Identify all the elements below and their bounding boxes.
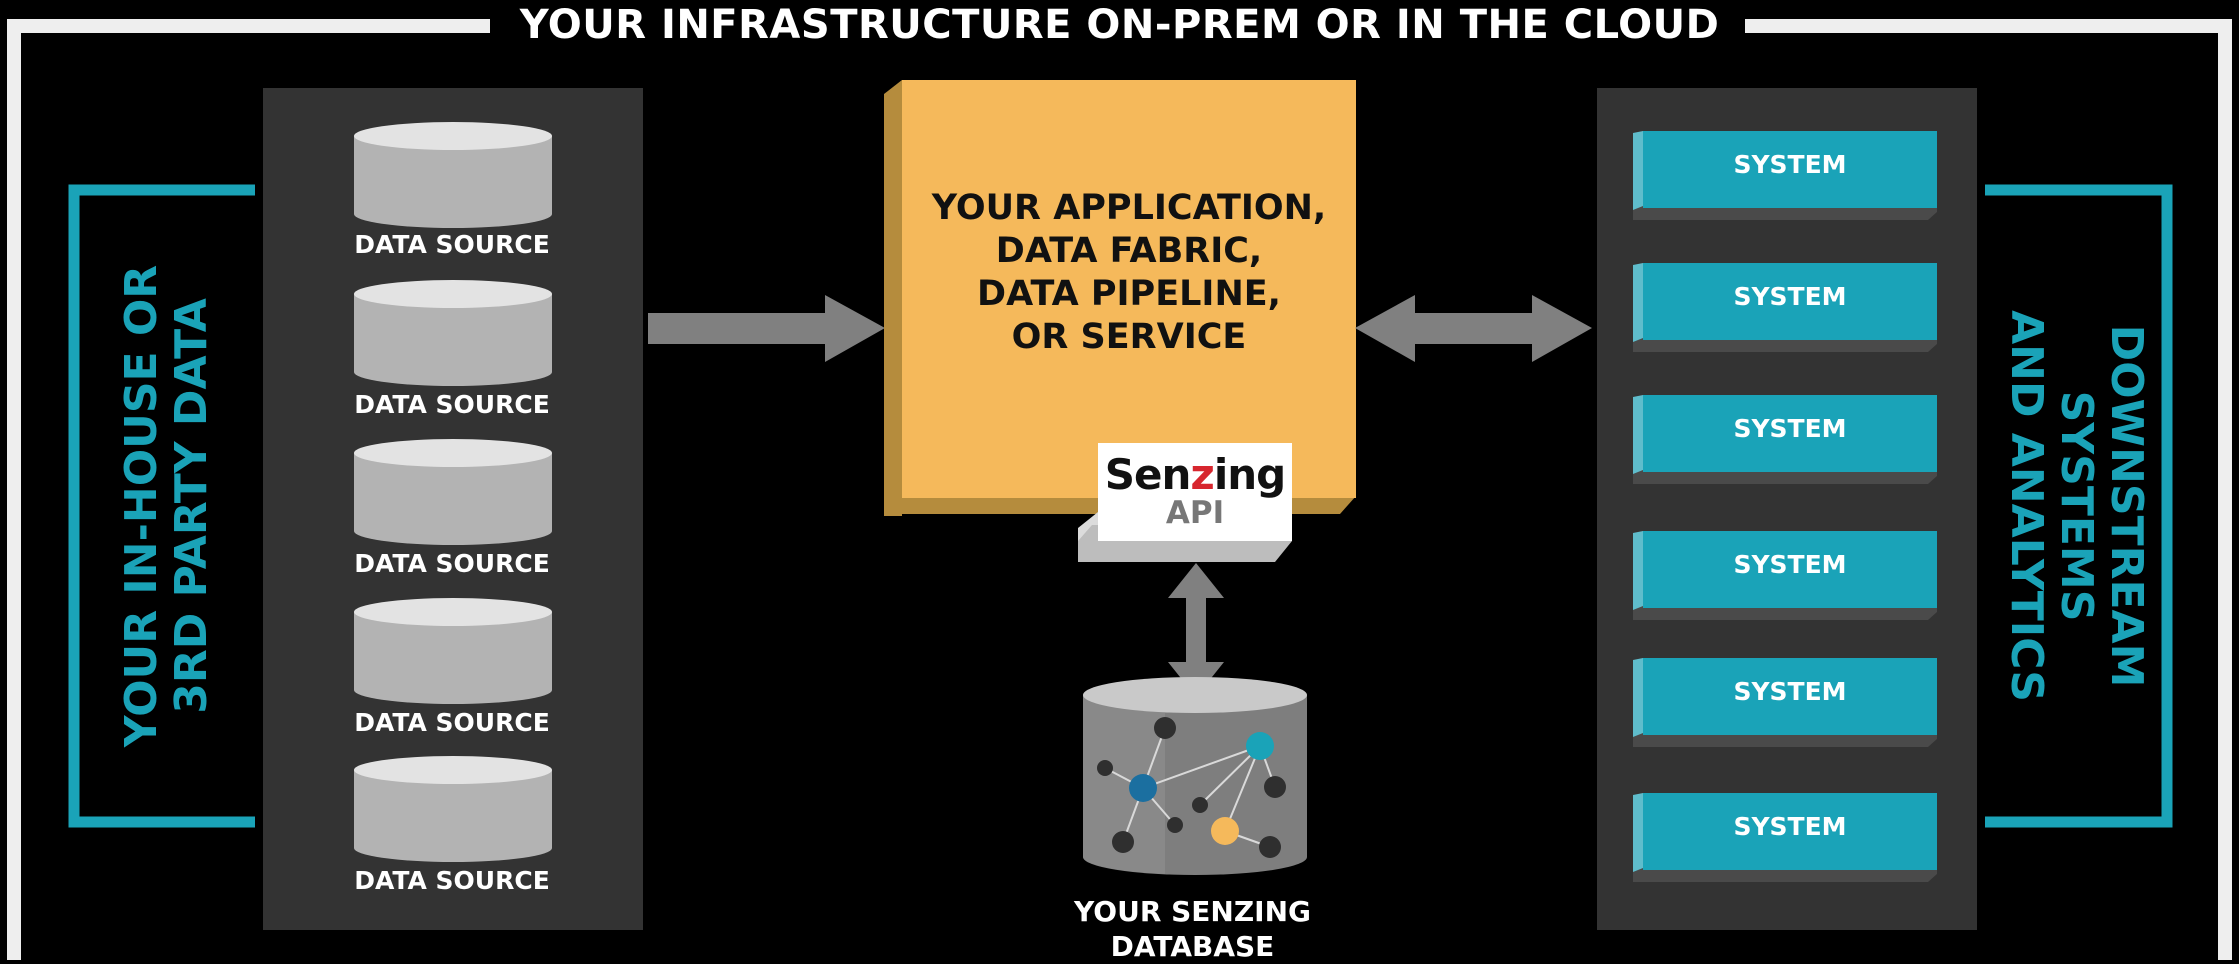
system-block [1633,263,1937,352]
system-label: SYSTEM [1733,550,1847,579]
system-block [1633,531,1937,620]
system-label: SYSTEM [1733,282,1847,311]
database-cylinder-icon [354,598,552,704]
data-source-label: DATA SOURCE [354,230,550,259]
database-label: YOUR SENZING DATABASE [1074,895,1311,963]
left-bracket-label: YOUR IN-HOUSE OR 3RD PARTY DATA [116,264,217,748]
system-label: SYSTEM [1733,150,1847,179]
system-label: SYSTEM [1733,812,1847,841]
left-bracket [68,184,255,828]
systems-panel [1597,88,1977,930]
database-cylinder-icon [354,122,552,228]
senzing-logo: Senzing [1104,450,1286,499]
senzing-database-icon [1083,677,1307,875]
data-source-label: DATA SOURCE [354,708,550,737]
database-cylinder-icon [354,756,552,862]
system-label: SYSTEM [1733,414,1847,443]
data-source-label: DATA SOURCE [354,866,550,895]
diagram-title: YOUR INFRASTRUCTURE ON-PREM OR IN THE CL… [0,0,2239,50]
vertical-double-arrow-icon [1168,563,1224,697]
right-bracket-label: DOWNSTREAM SYSTEMS AND ANALYTICS [2001,310,2152,702]
database-cylinder-icon [354,280,552,386]
double-arrow-icon [1355,295,1592,362]
api-label: API [1165,495,1225,531]
data-source-label: DATA SOURCE [354,390,550,419]
application-label: YOUR APPLICATION, DATA FABRIC, DATA PIPE… [931,188,1327,357]
api-badge [1078,443,1292,562]
system-block [1633,395,1937,484]
system-label: SYSTEM [1733,677,1847,706]
system-block [1633,793,1937,882]
system-block [1633,131,1937,220]
right-arrow-icon [648,295,885,362]
system-block [1633,658,1937,747]
database-cylinder-icon [354,439,552,545]
right-bracket [1985,184,2173,828]
data-source-label: DATA SOURCE [354,549,550,578]
